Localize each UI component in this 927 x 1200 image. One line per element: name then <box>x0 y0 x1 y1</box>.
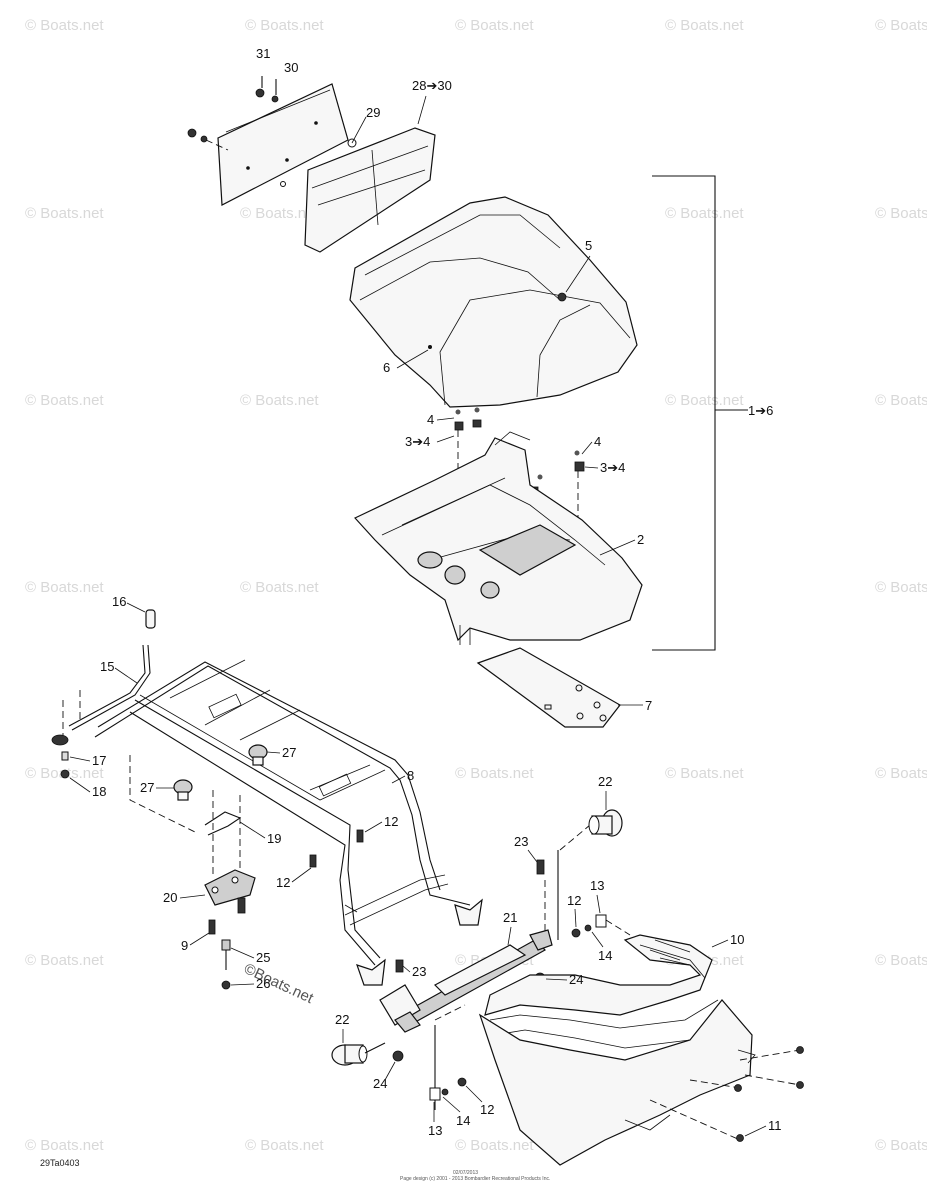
callout-25: 25 <box>256 950 270 965</box>
watermark: © Boats.net <box>665 765 744 782</box>
callout-13: 13 <box>428 1123 442 1138</box>
watermark: © Boats.net <box>875 17 927 34</box>
callout-17: 17 <box>92 753 106 768</box>
callouts: 31 30 28➔30 29 5 6 1➔6 4 3➔4 4 3➔4 2 7 1… <box>69 46 782 1138</box>
callout-20: 20 <box>163 890 177 905</box>
callout-22: 22 <box>598 774 612 789</box>
seat-base <box>354 431 643 645</box>
callout-28-30: 28➔30 <box>412 78 452 93</box>
group-bracket <box>652 175 748 651</box>
watermark: © Boats.net <box>875 765 927 782</box>
seat-pad <box>476 647 621 728</box>
callout-18: 18 <box>92 784 106 799</box>
callout-21: 21 <box>503 910 517 925</box>
callout-12: 12 <box>480 1102 494 1117</box>
callout-23: 23 <box>412 964 426 979</box>
watermark: © Boats.net <box>875 1137 927 1154</box>
callout-2: 2 <box>637 532 644 547</box>
callout-31: 31 <box>256 46 270 61</box>
bumpers <box>173 744 268 801</box>
callout-23: 23 <box>514 834 528 849</box>
callout-4: 4 <box>594 434 601 449</box>
callout-8: 8 <box>407 768 414 783</box>
callout-15: 15 <box>100 659 114 674</box>
seat-cover <box>349 196 638 408</box>
watermark: © Boats.net <box>25 205 104 222</box>
latch <box>204 790 256 990</box>
callout-30: 30 <box>284 60 298 75</box>
backrest-plate <box>187 76 349 206</box>
callout-27: 27 <box>282 745 296 760</box>
watermark: © Boats.net <box>25 952 104 969</box>
callout-12: 12 <box>276 875 290 890</box>
watermark: © Boats.net <box>240 392 319 409</box>
callout-14: 14 <box>598 948 612 963</box>
watermark: © Boats.net <box>25 17 104 34</box>
watermark: © Boats.net <box>875 579 927 596</box>
diagram-code: 29Ta0403 <box>40 1158 80 1168</box>
tabs <box>429 914 631 1101</box>
callout-7: 7 <box>645 698 652 713</box>
sleeves <box>331 809 623 1066</box>
watermark: © Boats.net <box>240 205 319 222</box>
callout-10: 10 <box>730 932 744 947</box>
watermark: © Boats.net <box>455 17 534 34</box>
watermark: © Boats.net <box>240 579 319 596</box>
watermark: © Boats.net <box>245 17 324 34</box>
watermark: © Boats.net <box>665 392 744 409</box>
rear-bumper <box>478 934 804 1166</box>
callout-14: 14 <box>456 1113 470 1128</box>
callout-9: 9 <box>181 938 188 953</box>
footer: 29Ta0403 02/07/2013 Page design (c) 2001… <box>40 1158 550 1182</box>
callout-1-6: 1➔6 <box>748 403 773 418</box>
callout-6: 6 <box>383 360 390 375</box>
rear-frame <box>94 659 483 986</box>
footer-date: 02/07/2013 <box>453 1170 478 1176</box>
callout-29: 29 <box>366 105 380 120</box>
callout-11: 11 <box>768 1118 782 1133</box>
watermark: © Boats.net <box>455 765 534 782</box>
callout-3-4: 3➔4 <box>405 434 430 449</box>
callout-16: 16 <box>112 594 126 609</box>
backrest-cushion <box>280 116 436 253</box>
callout-27: 27 <box>140 780 154 795</box>
callout-24: 24 <box>373 1076 387 1091</box>
callout-5: 5 <box>585 238 592 253</box>
callout-26: 26 <box>256 976 270 991</box>
hinge-bar <box>379 824 591 1110</box>
watermark: © Boats.net <box>875 205 927 222</box>
callout-22: 22 <box>335 1012 349 1027</box>
watermark: © Boats.net <box>25 392 104 409</box>
watermark: © Boats.net <box>875 952 927 969</box>
callout-4: 4 <box>427 412 434 427</box>
watermark: © Boats.net <box>665 17 744 34</box>
callout-12: 12 <box>384 814 398 829</box>
watermark: © Boats.net <box>25 579 104 596</box>
watermark: © Boats.net <box>245 1137 324 1154</box>
callout-24: 24 <box>569 972 583 987</box>
callout-13: 13 <box>590 878 604 893</box>
watermark: © Boats.net <box>875 392 927 409</box>
callout-3-4: 3➔4 <box>600 460 625 475</box>
watermark: © Boats.net <box>455 1137 534 1154</box>
callout-19: 19 <box>267 831 281 846</box>
footer-copyright: Page design (c) 2001 - 2013 Bombardier R… <box>400 1176 550 1182</box>
grab-handle <box>51 609 156 779</box>
watermark: © Boats.net <box>665 205 744 222</box>
watermark: © Boats.net <box>25 1137 104 1154</box>
callout-12: 12 <box>567 893 581 908</box>
